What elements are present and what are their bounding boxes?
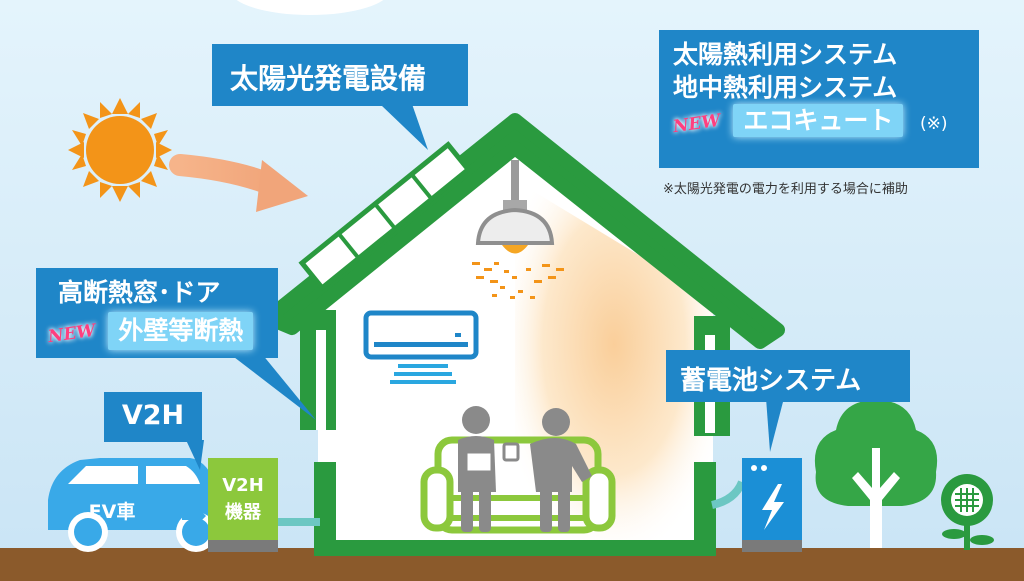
sun-icon <box>68 98 172 202</box>
sunflower-icon <box>941 474 994 550</box>
callout-v2h: V2H <box>104 392 202 442</box>
battery-pipe <box>711 480 746 509</box>
tree-icon <box>814 400 938 548</box>
callout-battery-text: 蓄電池システム <box>680 366 862 396</box>
callout-ecocute-row: NEW エコキュート (※) <box>671 104 965 141</box>
callout-geothermal: 地中熱利用システム <box>673 73 898 102</box>
house-floor <box>314 540 716 556</box>
v2h-unit-label-line2: 機器 <box>225 501 262 523</box>
house-wall-left-lower <box>314 462 336 552</box>
callout-tail-battery <box>766 398 784 452</box>
battery-icon <box>742 458 802 552</box>
callout-tail-insulation <box>230 354 316 420</box>
callout-ecocute: エコキュート <box>733 104 904 137</box>
callout-insulation-wall: 外壁等断熱 <box>108 312 254 350</box>
people-reading <box>458 406 592 532</box>
sofa <box>420 436 616 534</box>
callout-battery: 蓄電池システム <box>666 350 910 402</box>
callout-note-mark: (※) <box>920 114 948 134</box>
callout-tail-solar <box>380 104 428 150</box>
air-conditioner <box>363 310 479 384</box>
new-badge-ecocute: NEW <box>671 110 722 138</box>
footnote: ※太陽光発電の電力を利用する場合に補助 <box>663 182 908 197</box>
callout-solar-pv: 太陽光発電設備 <box>212 44 468 106</box>
callout-insulation-window: 高断熱窓･ドア <box>58 278 221 307</box>
v2h-pipe <box>276 518 320 526</box>
callout-tail-v2h <box>186 440 204 470</box>
solar-panels <box>298 141 472 292</box>
callout-insulation-wall-row: NEW 外壁等断熱 <box>46 312 266 353</box>
house-wall-right-lower <box>694 462 716 552</box>
callout-v2h-text: V2H <box>121 400 185 431</box>
ev-label: EV車 <box>89 500 136 523</box>
sunlight-arrow <box>169 154 308 212</box>
new-badge-insulation: NEW <box>46 320 97 348</box>
callout-thermal-systems: 太陽熱利用システム 地中熱利用システム NEW エコキュート (※) <box>659 30 979 168</box>
callout-insulation: 高断熱窓･ドア NEW 外壁等断熱 <box>36 268 278 358</box>
cloud <box>236 0 384 15</box>
v2h-unit-label-line1: V2H <box>222 475 264 496</box>
v2h-unit <box>208 458 278 552</box>
ev-to-v2h-arrow <box>182 504 206 528</box>
callout-solar-thermal: 太陽熱利用システム <box>673 40 898 69</box>
callout-solar-pv-text: 太陽光発電設備 <box>230 62 427 95</box>
house-roof <box>261 113 785 349</box>
ceiling-lamp <box>472 160 564 299</box>
